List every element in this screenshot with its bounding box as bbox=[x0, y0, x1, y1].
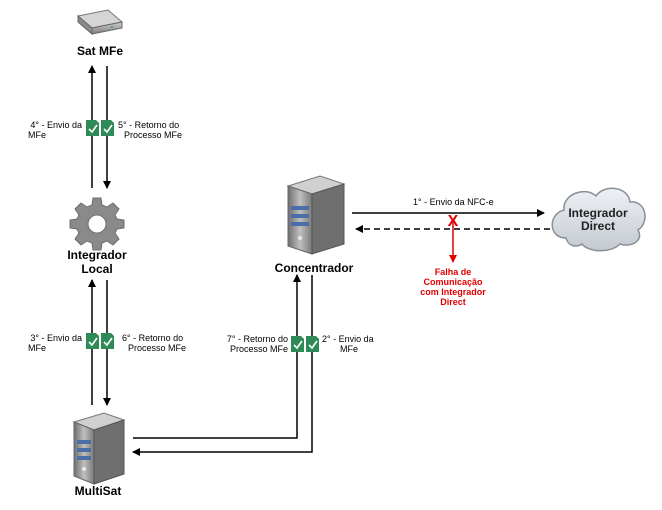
failure-label-line: Direct bbox=[440, 297, 466, 307]
node-label-sat-mfe: Sat MFe bbox=[76, 44, 123, 58]
failure-label-line: Falha de bbox=[434, 267, 472, 277]
arrow-2-to-concentrador bbox=[133, 274, 301, 439]
edge-label-3: 3° - Envio da MFe bbox=[20, 333, 82, 353]
document-icon bbox=[291, 336, 304, 352]
node-label-line: Local bbox=[81, 262, 113, 276]
edge-label-line: Processo MFe bbox=[128, 343, 187, 353]
failure-label-line: Comunicação bbox=[423, 277, 483, 287]
edge-label-line: Processo MFe bbox=[124, 130, 183, 140]
edge-label-line: 5° - Retorno do bbox=[118, 120, 180, 130]
edge-label-line: 6° - Retorno do bbox=[122, 333, 184, 343]
failure-label: Falha de Comunicação com Integrador Dire… bbox=[410, 267, 496, 307]
server-icon-multisat bbox=[72, 412, 126, 485]
edge-label-line: MFe bbox=[28, 130, 46, 140]
server-icon-concentrador bbox=[286, 175, 346, 255]
edge-label-7: 7° - Retorno do Processo MFe bbox=[206, 334, 288, 354]
document-icon bbox=[86, 333, 99, 349]
edge-label-line: 7° - Retorno do bbox=[226, 334, 288, 344]
node-label-concentrador: Concentrador bbox=[274, 261, 354, 275]
gear-icon bbox=[69, 197, 125, 251]
cloud-icon bbox=[551, 187, 646, 252]
edge-label-line: 4° - Envio da bbox=[30, 120, 82, 130]
node-label-integrador-local: Integrador Local bbox=[62, 248, 132, 276]
document-icon bbox=[101, 333, 114, 349]
arrow-7-to-multisat bbox=[132, 275, 313, 456]
edge-label-5: 5° - Retorno do Processo MFe bbox=[118, 120, 198, 140]
sat-device-icon bbox=[76, 9, 124, 36]
edge-label-4: 4° - Envio da MFe bbox=[20, 120, 82, 140]
document-icon bbox=[306, 336, 319, 352]
node-label-multisat: MultiSat bbox=[74, 484, 122, 498]
node-label-integrador-direct: Integrador Direct bbox=[560, 207, 636, 233]
edge-label-1: 1° - Envio da NFC-e bbox=[413, 197, 494, 207]
edge-label-2: 2° - Envio da MFe bbox=[322, 334, 392, 354]
document-icon bbox=[86, 120, 99, 136]
edge-label-line: 3° - Envio da bbox=[30, 333, 82, 343]
node-label-line: Integrador bbox=[67, 248, 127, 262]
node-label-line: Integrador bbox=[568, 206, 628, 220]
edge-label-line: MFe bbox=[28, 343, 46, 353]
edge-label-line: MFe bbox=[340, 344, 358, 354]
document-icon bbox=[101, 120, 114, 136]
failure-x-marker: X bbox=[448, 213, 459, 230]
edge-label-line: 2° - Envio da bbox=[322, 334, 374, 344]
edge-label-6: 6° - Retorno do Processo MFe bbox=[122, 333, 202, 353]
edge-label-line: Processo MFe bbox=[229, 344, 288, 354]
node-label-line: Direct bbox=[580, 219, 615, 233]
failure-label-line: com Integrador bbox=[420, 287, 486, 297]
